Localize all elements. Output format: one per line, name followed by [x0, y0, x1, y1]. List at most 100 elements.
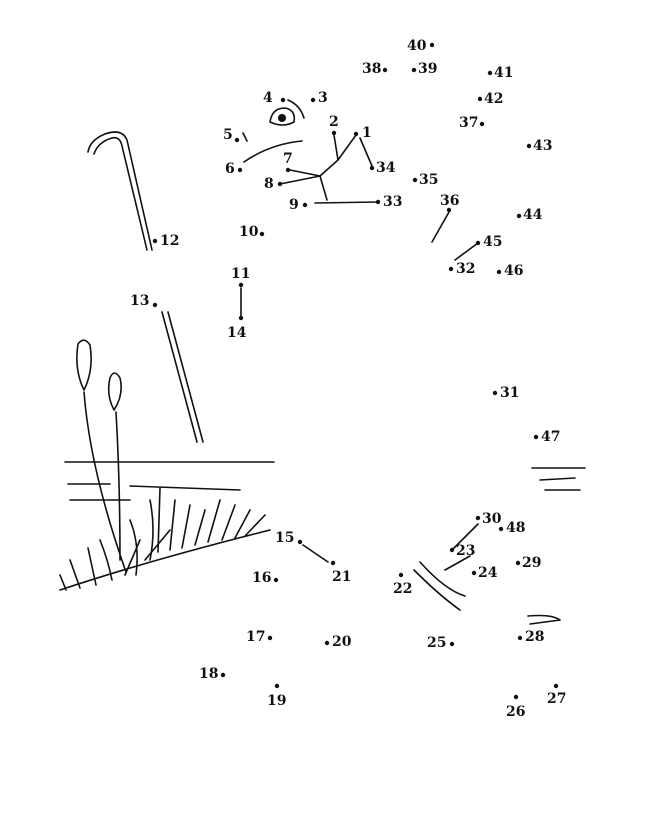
dot-number: 14 — [227, 325, 247, 341]
dot — [369, 165, 375, 171]
dot — [496, 269, 502, 275]
dot-point-41: 41 — [487, 65, 513, 81]
dot-number: 35 — [419, 172, 438, 188]
dot-point-22: 22 — [393, 572, 412, 597]
dot-number: 13 — [130, 293, 149, 309]
dot-number: 15 — [275, 530, 294, 546]
dot-number: 43 — [533, 138, 552, 154]
dot — [533, 434, 539, 440]
dot — [297, 539, 303, 545]
dot-point-38: 38 — [362, 61, 388, 77]
dot — [487, 70, 493, 76]
dot — [398, 572, 404, 578]
dot — [475, 240, 481, 246]
dot-point-17: 17 — [246, 629, 273, 645]
dot — [477, 96, 483, 102]
dot-point-42: 42 — [477, 91, 503, 107]
dot-point-31: 31 — [492, 385, 519, 401]
dot-point-28: 28 — [517, 629, 544, 645]
dot — [220, 672, 226, 678]
dot — [330, 560, 336, 566]
dot — [515, 560, 521, 566]
dot-number: 31 — [500, 385, 519, 401]
dot-number: 45 — [483, 234, 502, 250]
dot-number: 4 — [263, 90, 273, 106]
dot-point-39: 39 — [411, 61, 437, 77]
dot — [517, 635, 523, 641]
wing-line — [431, 211, 479, 261]
dot-point-32: 32 — [448, 261, 475, 277]
leg-lines — [302, 523, 561, 625]
dot-number: 20 — [332, 634, 352, 650]
dot-point-12: 12 — [152, 233, 179, 249]
dot-point-16: 16 — [252, 570, 279, 586]
dot-number: 17 — [246, 629, 265, 645]
dot-point-18: 18 — [199, 666, 226, 682]
pre-drawn-lines — [59, 99, 586, 625]
dot — [492, 390, 498, 396]
dot — [152, 302, 158, 308]
dot-point-25: 25 — [427, 635, 455, 651]
dot-point-5: 5 — [223, 127, 240, 143]
dot-point-33: 33 — [375, 194, 402, 210]
dot — [259, 231, 265, 237]
dot-number: 9 — [289, 197, 299, 213]
dot-point-40: 40 — [407, 38, 435, 54]
dot — [331, 130, 337, 136]
dot-point-48: 48 — [498, 520, 525, 536]
cane-line — [87, 131, 153, 251]
dot-number: 41 — [494, 65, 513, 81]
dot-number: 32 — [456, 261, 475, 277]
dot — [310, 97, 316, 103]
dot-number: 42 — [484, 91, 503, 107]
dot-number: 18 — [199, 666, 218, 682]
dot-point-15: 15 — [275, 530, 303, 546]
dot — [449, 641, 455, 647]
dot-point-45: 45 — [475, 234, 502, 250]
dot-point-9: 9 — [289, 197, 308, 213]
dot-number: 22 — [393, 581, 412, 597]
dot-number: 47 — [541, 429, 560, 445]
dot — [237, 167, 243, 173]
dot-point-34: 34 — [369, 160, 396, 176]
dot-point-26: 26 — [506, 694, 525, 720]
dot — [553, 683, 559, 689]
dot-number: 24 — [478, 565, 498, 581]
pupil — [278, 114, 286, 122]
dot-point-47: 47 — [533, 429, 560, 445]
dot-point-24: 24 — [471, 565, 498, 581]
numbered-dots: 1234567891011121314151617181920212223242… — [130, 38, 566, 720]
dot — [471, 570, 477, 576]
dot-point-11: 11 — [231, 266, 250, 288]
dot-number: 23 — [456, 543, 475, 559]
dot-number: 30 — [482, 511, 502, 527]
dot-number: 5 — [223, 127, 233, 143]
dot-number: 21 — [332, 569, 351, 585]
cattails — [76, 339, 127, 573]
dot — [516, 213, 522, 219]
dot-number: 8 — [264, 176, 274, 192]
dot-point-23: 23 — [449, 543, 475, 559]
beak-lines — [242, 132, 379, 204]
dot — [280, 97, 286, 103]
dot-point-1: 1 — [353, 125, 372, 141]
dot-number: 27 — [547, 691, 566, 707]
dot-point-14: 14 — [227, 315, 247, 341]
dot — [412, 177, 418, 183]
dot-point-3: 3 — [310, 90, 328, 106]
dot-number: 1 — [362, 125, 372, 141]
dot — [375, 199, 381, 205]
dot — [448, 266, 454, 272]
dot — [234, 137, 240, 143]
dot-number: 7 — [283, 151, 293, 167]
dot-number: 37 — [459, 115, 478, 131]
dot — [238, 315, 244, 321]
dot — [526, 143, 532, 149]
dot-number: 36 — [440, 193, 459, 209]
dot-point-43: 43 — [526, 138, 552, 154]
dot — [277, 181, 283, 187]
dot-point-8: 8 — [264, 176, 283, 192]
dot-point-4: 4 — [263, 90, 286, 106]
dot-point-2: 2 — [329, 114, 339, 136]
dot — [479, 121, 485, 127]
